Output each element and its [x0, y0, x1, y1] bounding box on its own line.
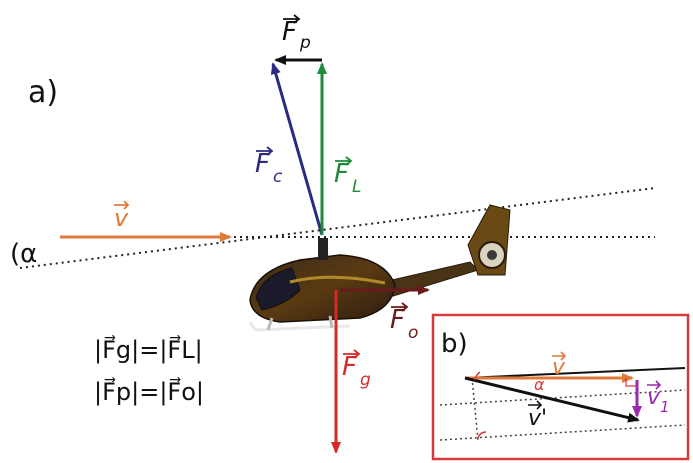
svg-text:v: v [552, 355, 566, 380]
svg-text:1: 1 [660, 398, 670, 416]
panel-a-label: a) [28, 75, 58, 110]
svg-text:L: L [352, 177, 361, 197]
label-fp: F p [282, 14, 311, 53]
panel-b: b) α v v' v 1 [431, 313, 690, 461]
svg-text:F: F [342, 352, 358, 382]
label-v: v [114, 200, 130, 232]
panel-b-border [431, 313, 690, 461]
svg-text:v: v [114, 204, 129, 232]
label-fo: F o [390, 302, 418, 343]
alpha-angle-label: (α [10, 239, 37, 269]
svg-text:F: F [282, 17, 298, 47]
svg-text:F: F [255, 149, 271, 179]
label-fl: F L [334, 156, 361, 197]
svg-text:c: c [273, 167, 283, 187]
label-fc: F c [255, 146, 283, 187]
svg-text:o: o [408, 323, 418, 343]
force-fc-arrow [270, 62, 324, 236]
svg-text:F: F [334, 159, 350, 189]
equation-fp-equals-fo: |F⃗p|=|F⃗o| [94, 378, 204, 406]
panel-b-label-v1: v 1 [647, 380, 670, 416]
svg-text:v: v [647, 385, 661, 410]
panel-b-vprime-arrow [464, 376, 640, 423]
svg-text:v': v' [528, 406, 547, 431]
svg-text:p: p [299, 33, 311, 53]
panel-b-label: b) [441, 329, 468, 359]
svg-text:F: F [390, 305, 406, 335]
helicopter-illustration [248, 204, 511, 332]
label-fg: F g [342, 349, 371, 390]
panel-b-label-v: v [552, 351, 567, 380]
svg-text:g: g [360, 370, 371, 390]
panel-b-alpha: α [534, 375, 545, 394]
equation-fg-equals-fl: |F⃗g|=|F⃗L| [94, 336, 203, 364]
panel-b-label-vprime: v' [528, 400, 547, 431]
